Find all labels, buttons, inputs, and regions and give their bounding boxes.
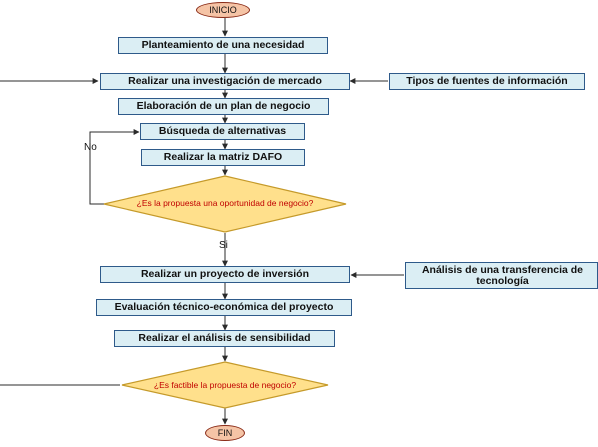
end-terminal: FIN bbox=[205, 425, 245, 441]
step-proyecto-inversion: Realizar un proyecto de inversión bbox=[100, 266, 350, 283]
decision-diamond-2 bbox=[121, 361, 329, 409]
decision-1-question: ¿Es la propuesta una oportunidad de nego… bbox=[136, 198, 314, 208]
decision-2-question: ¿Es factible la propuesta de negocio? bbox=[153, 380, 297, 390]
step-plan-negocio: Elaboración de un plan de negocio bbox=[118, 98, 329, 115]
input-tipos-fuentes: Tipos de fuentes de información bbox=[389, 73, 585, 90]
start-terminal: INICIO bbox=[196, 2, 250, 18]
arrow-d1-no-loop bbox=[89, 129, 140, 205]
input-transferencia-tecnologia: Análisis de una transferencia de tecnolo… bbox=[405, 262, 598, 289]
step-analisis-sensibilidad: Realizar el análisis de sensibilidad bbox=[114, 330, 335, 347]
step-matriz-dafo: Realizar la matriz DAFO bbox=[141, 149, 305, 166]
label-no: No bbox=[84, 142, 97, 153]
decision-diamond-1 bbox=[103, 175, 347, 233]
step-busqueda-alternativas: Búsqueda de alternativas bbox=[140, 123, 305, 140]
step-evaluacion-tecnico-economica: Evaluación técnico-económica del proyect… bbox=[96, 299, 352, 316]
step-planteamiento: Planteamiento de una necesidad bbox=[118, 37, 328, 54]
step-investigacion-mercado: Realizar una investigación de mercado bbox=[100, 73, 350, 90]
label-si: Si bbox=[219, 240, 228, 251]
